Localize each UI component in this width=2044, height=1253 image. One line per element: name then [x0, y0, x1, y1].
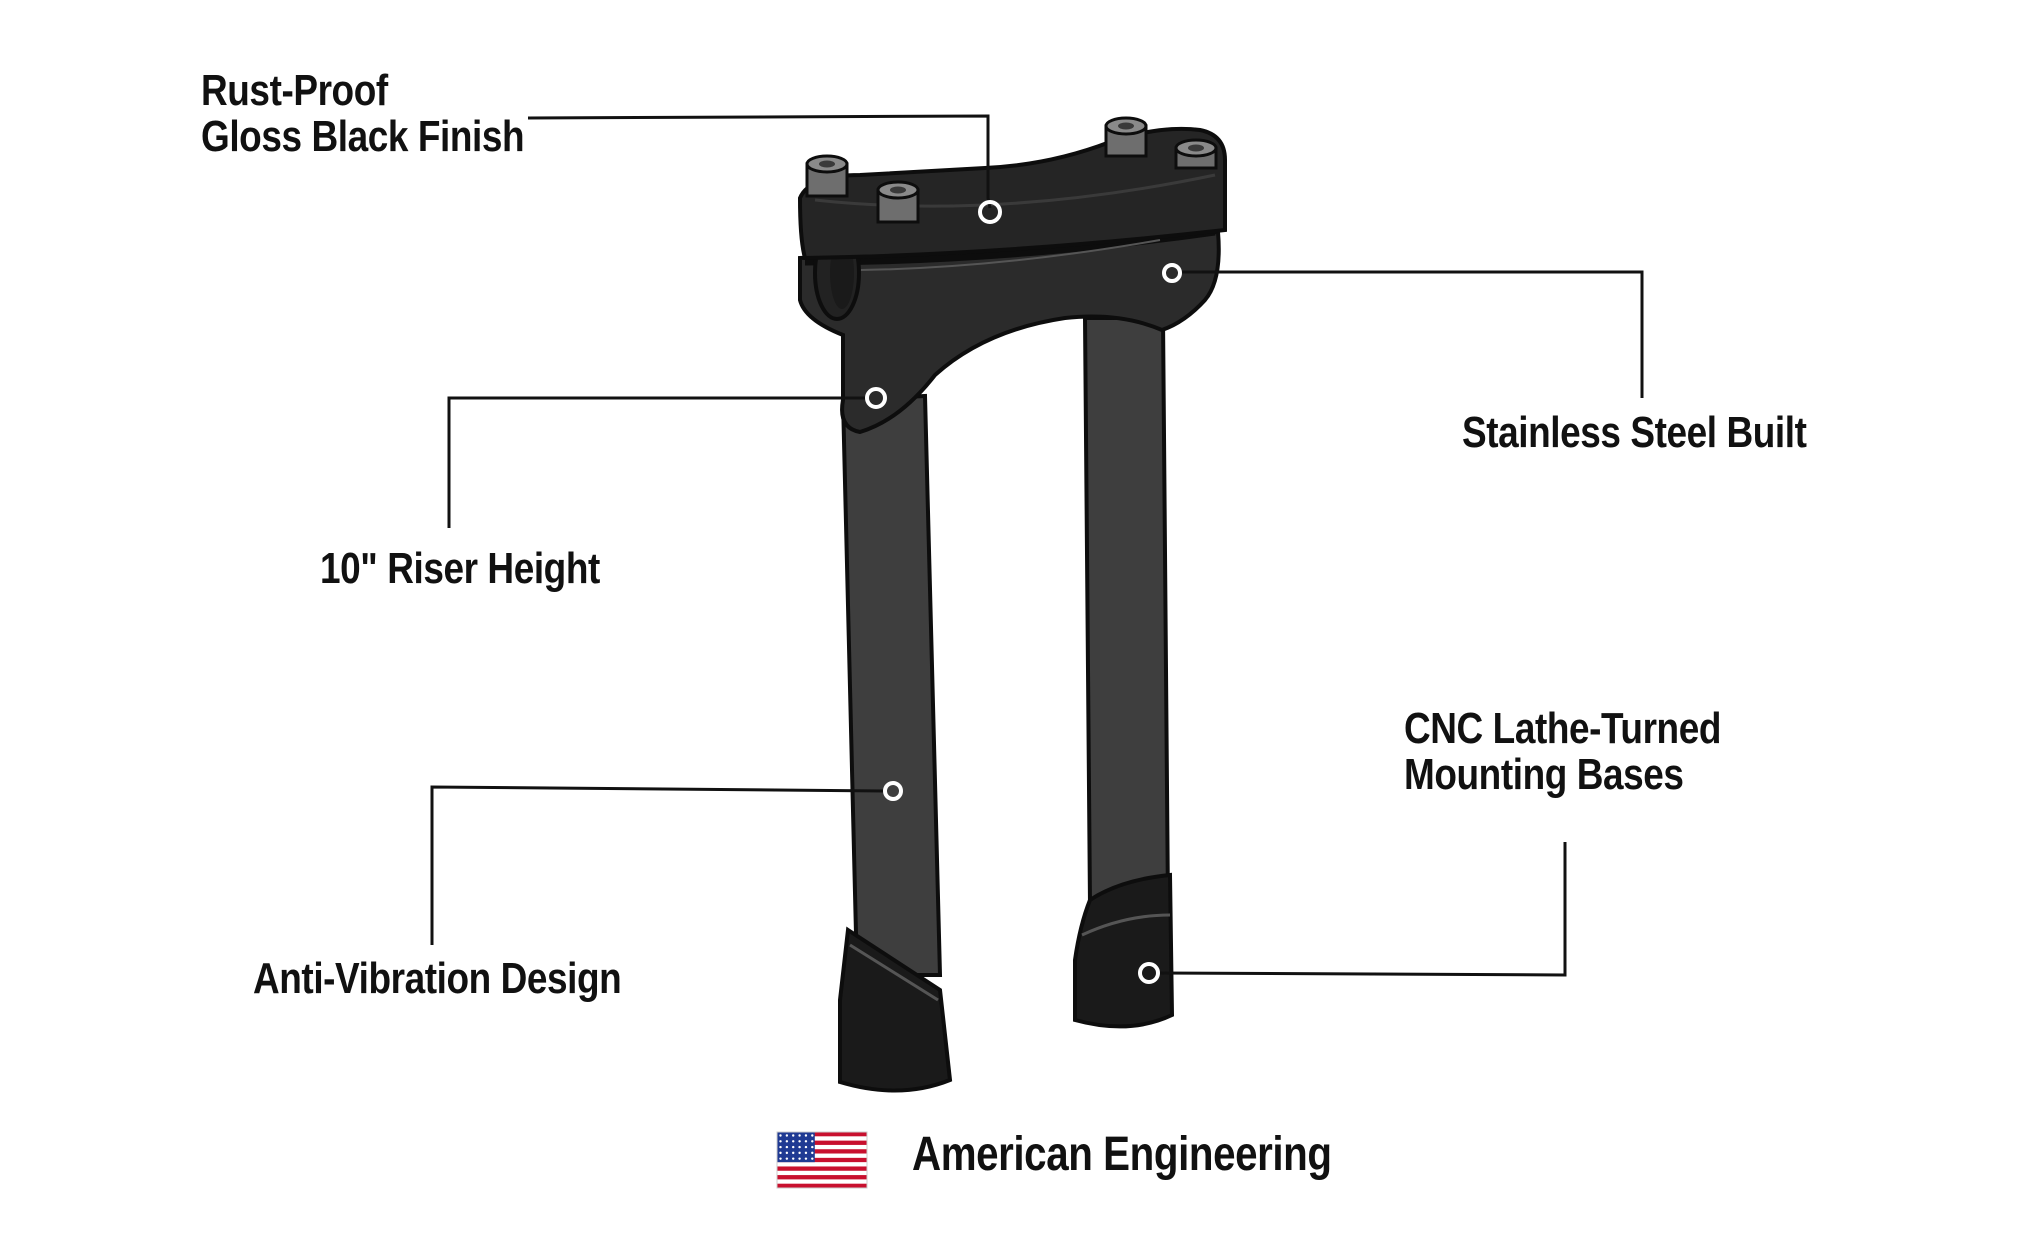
- marker-height: [865, 387, 887, 409]
- leader-steel: [1180, 270, 1644, 398]
- callout-bases-line1: CNC Lathe-Turned: [1404, 704, 1722, 753]
- callout-bases-line2: Mounting Bases: [1404, 750, 1684, 799]
- clamp-bolts: [805, 116, 1218, 224]
- callout-vibration-text: Anti-Vibration Design: [253, 954, 622, 1003]
- left-mounting-base: [838, 926, 953, 1093]
- leader-height: [447, 396, 869, 528]
- right-mounting-base: [1073, 872, 1175, 1029]
- callout-steel-label: Stainless Steel Built: [1462, 408, 1807, 457]
- us-flag-icon: [776, 1131, 868, 1189]
- lower-clamp-body: [798, 229, 1221, 435]
- callout-finish-line1: Rust-Proof: [201, 66, 388, 115]
- callout-vibration-label: Anti-Vibration Design: [253, 954, 622, 1003]
- bolt-icon: [876, 180, 920, 224]
- footer-label: American Engineering: [912, 1128, 1332, 1181]
- callout-steel-text: Stainless Steel Built: [1462, 408, 1807, 457]
- callout-finish-line2: Gloss Black Finish: [201, 112, 525, 161]
- right-riser-tube: [1082, 316, 1171, 907]
- callout-bases-label: CNC Lathe-Turned Mounting Bases: [1404, 706, 1721, 798]
- footer-text: American Engineering: [912, 1128, 1332, 1181]
- callout-height-text: 10" Riser Height: [320, 544, 600, 593]
- callout-finish-label: Rust-Proof Gloss Black Finish: [201, 66, 525, 161]
- bolt-icon: [1104, 116, 1148, 158]
- leader-bases: [1157, 842, 1567, 977]
- marker-steel: [1162, 263, 1182, 283]
- bolt-icon: [1174, 138, 1218, 170]
- upper-clamp-cap: [797, 126, 1227, 261]
- marker-finish: [978, 200, 1002, 224]
- leader-vibration: [430, 785, 886, 945]
- marker-vibration: [883, 781, 903, 801]
- marker-bases: [1138, 962, 1160, 984]
- bolt-icon: [805, 154, 849, 198]
- callout-height-label: 10" Riser Height: [320, 546, 600, 592]
- left-riser-tube: [840, 393, 943, 977]
